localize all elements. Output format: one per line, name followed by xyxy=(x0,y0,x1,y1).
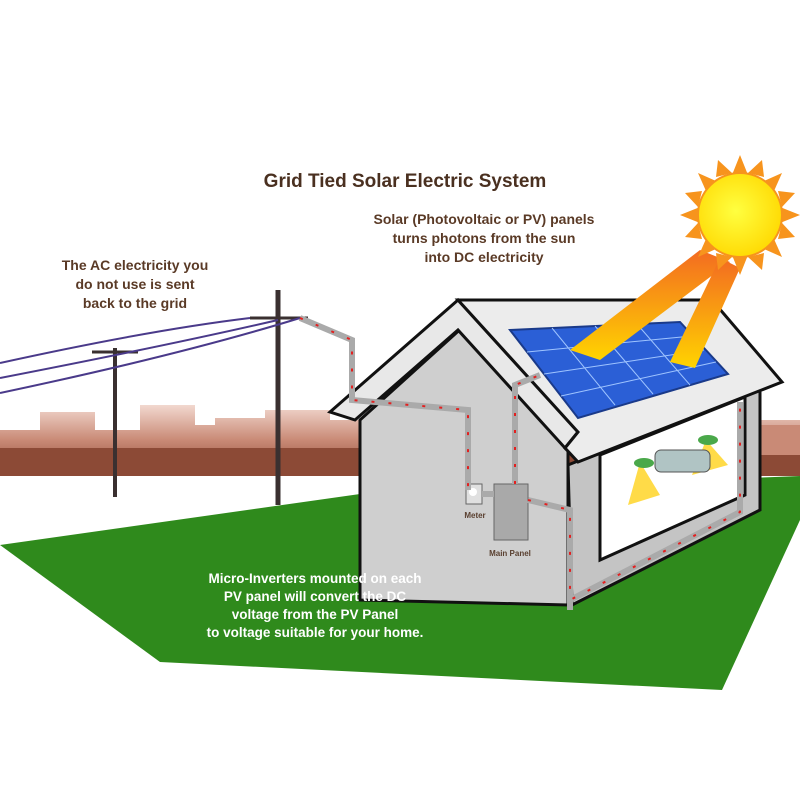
caption-line: voltage from the PV Panel xyxy=(232,607,399,622)
caption-line: Solar (Photovoltaic or PV) panels xyxy=(374,211,595,227)
caption-line: turns photons from the sun xyxy=(393,230,576,246)
conduit-wiring xyxy=(298,315,743,610)
meter-label: Meter xyxy=(464,511,485,520)
panels-caption: Solar (Photovoltaic or PV) panels turns … xyxy=(374,211,595,265)
main-panel-label: Main Panel xyxy=(489,549,531,558)
caption-line: PV panel will convert the DC xyxy=(224,589,407,604)
caption-line: Micro-Inverters mounted on each xyxy=(208,571,421,586)
utility-poles xyxy=(0,290,308,505)
sun-beam xyxy=(570,250,730,360)
sun-beam xyxy=(670,258,740,368)
main-panel xyxy=(493,483,529,541)
caption-line: The AC electricity you xyxy=(62,257,209,273)
sun xyxy=(570,155,800,368)
caption-line: back to the grid xyxy=(83,295,187,311)
caption-line: into DC electricity xyxy=(424,249,543,265)
inverters-caption: Micro-Inverters mounted on each PV panel… xyxy=(207,571,424,640)
caption-line: do not use is sent xyxy=(75,276,194,292)
ceiling-lights xyxy=(628,435,728,505)
caption-line: to voltage suitable for your home. xyxy=(207,625,424,640)
diagram-title: Grid Tied Solar Electric System xyxy=(264,171,547,192)
grid-caption: The AC electricity you do not use is sen… xyxy=(62,257,209,311)
